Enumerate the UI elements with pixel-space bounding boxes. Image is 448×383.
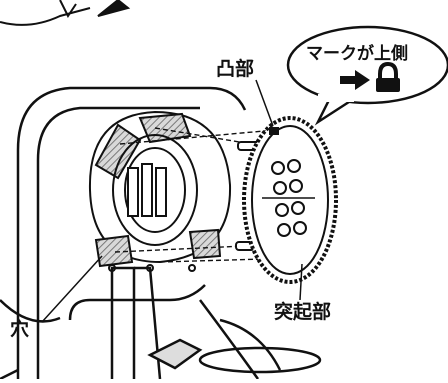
arrow-right-icon xyxy=(340,70,370,90)
inner-mount xyxy=(88,110,232,272)
padlock-icon xyxy=(376,61,400,92)
cap-plate xyxy=(242,116,338,284)
callout-text: マークが上側 xyxy=(306,44,408,64)
label-protrusion: 凸部 xyxy=(216,58,255,80)
label-raised-part: 突起部 xyxy=(274,301,332,323)
hand-fragment xyxy=(0,0,131,26)
leader-lines xyxy=(41,79,303,323)
label-hole: 穴 xyxy=(10,318,30,340)
housing xyxy=(0,86,247,381)
lower-stand xyxy=(110,266,322,380)
callout-bubble xyxy=(286,25,448,126)
